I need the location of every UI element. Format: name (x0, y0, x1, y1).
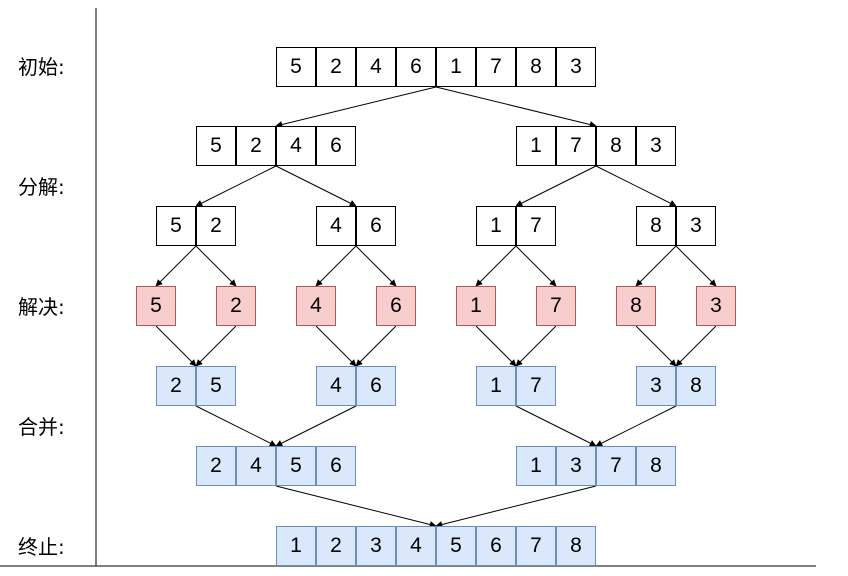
divide-arrow (435, 86, 597, 128)
divide-arrow (275, 86, 437, 128)
array-cell-end: 6 (476, 526, 516, 566)
divide-arrow (195, 245, 237, 287)
array-cell-initial: 2 (316, 47, 356, 87)
stage-label-conquer: 解决: (18, 295, 65, 319)
merge-arrow (315, 325, 357, 367)
merge-arrow (435, 485, 597, 528)
merge-arrow (675, 325, 717, 367)
array-cell-divide-2: 7 (516, 206, 556, 246)
array-cell-divide-1: 2 (236, 126, 276, 166)
array-cell-divide-1: 3 (636, 126, 676, 166)
array-cell-merge-2: 1 (516, 446, 556, 486)
divide-arrow (155, 245, 197, 287)
array-cell-merge-2: 7 (596, 446, 636, 486)
divide-arrow (475, 245, 517, 287)
array-cell-divide-2: 8 (636, 206, 676, 246)
merge-arrow (475, 325, 517, 367)
array-cell-conquer: 1 (456, 286, 496, 326)
array-cell-conquer: 2 (216, 286, 256, 326)
array-cell-divide-2: 4 (316, 206, 356, 246)
divide-arrow (515, 165, 597, 207)
array-cell-end: 2 (316, 526, 356, 566)
array-cell-end: 4 (396, 526, 436, 566)
merge-arrow (275, 405, 357, 447)
array-cell-merge-2: 3 (556, 446, 596, 486)
array-cell-end: 7 (516, 526, 556, 566)
divide-arrow (275, 165, 357, 207)
array-cell-end: 5 (436, 526, 476, 566)
array-cell-merge-2: 8 (636, 446, 676, 486)
merge-arrow (355, 325, 397, 367)
array-cell-conquer: 5 (136, 286, 176, 326)
array-cell-initial: 3 (556, 47, 596, 87)
array-cell-divide-2: 1 (476, 206, 516, 246)
array-cell-merge-1: 1 (476, 366, 516, 406)
array-cell-merge-1: 8 (676, 366, 716, 406)
array-cell-merge-2: 2 (196, 446, 236, 486)
divide-arrow (515, 245, 557, 287)
merge-arrow (515, 325, 557, 367)
array-cell-divide-1: 8 (596, 126, 636, 166)
array-cell-divide-2: 6 (356, 206, 396, 246)
array-cell-initial: 4 (356, 47, 396, 87)
array-cell-merge-1: 4 (316, 366, 356, 406)
divide-arrow (595, 165, 677, 207)
merge-arrow (155, 325, 197, 367)
array-cell-end: 1 (276, 526, 316, 566)
array-cell-initial: 6 (396, 47, 436, 87)
stage-label-end: 终止: (18, 535, 65, 559)
array-cell-divide-2: 5 (156, 206, 196, 246)
array-cell-divide-1: 1 (516, 126, 556, 166)
array-cell-end: 8 (556, 526, 596, 566)
array-cell-conquer: 6 (376, 286, 416, 326)
array-cell-divide-1: 7 (556, 126, 596, 166)
array-cell-initial: 1 (436, 47, 476, 87)
array-cell-conquer: 7 (536, 286, 576, 326)
array-cell-merge-1: 6 (356, 366, 396, 406)
array-cell-initial: 8 (516, 47, 556, 87)
array-cell-divide-1: 5 (196, 126, 236, 166)
merge-arrow (595, 405, 677, 447)
stage-label-divide: 分解: (18, 175, 65, 199)
divide-arrow (195, 165, 277, 207)
stage-label-initial: 初始: (18, 55, 65, 79)
array-cell-initial: 7 (476, 47, 516, 87)
array-cell-divide-1: 4 (276, 126, 316, 166)
divide-arrow (315, 245, 357, 287)
divide-arrow (355, 245, 397, 287)
array-cell-conquer: 8 (616, 286, 656, 326)
array-cell-conquer: 3 (696, 286, 736, 326)
array-cell-merge-1: 2 (156, 366, 196, 406)
merge-arrow (195, 405, 277, 447)
divide-arrow (675, 245, 717, 287)
array-cell-divide-2: 2 (196, 206, 236, 246)
merge-arrow (635, 325, 677, 367)
divide-arrow (635, 245, 677, 287)
array-cell-merge-1: 5 (196, 366, 236, 406)
array-cell-divide-1: 6 (316, 126, 356, 166)
merge-arrow (275, 485, 437, 528)
array-cell-divide-2: 3 (676, 206, 716, 246)
merge-arrow (195, 325, 237, 367)
array-cell-initial: 5 (276, 47, 316, 87)
merge-arrow (515, 405, 597, 447)
array-cell-merge-2: 4 (236, 446, 276, 486)
array-cell-merge-2: 5 (276, 446, 316, 486)
stage-label-merge: 合并: (18, 415, 65, 439)
array-cell-merge-1: 3 (636, 366, 676, 406)
array-cell-merge-1: 7 (516, 366, 556, 406)
array-cell-conquer: 4 (296, 286, 336, 326)
array-cell-merge-2: 6 (316, 446, 356, 486)
array-cell-end: 3 (356, 526, 396, 566)
